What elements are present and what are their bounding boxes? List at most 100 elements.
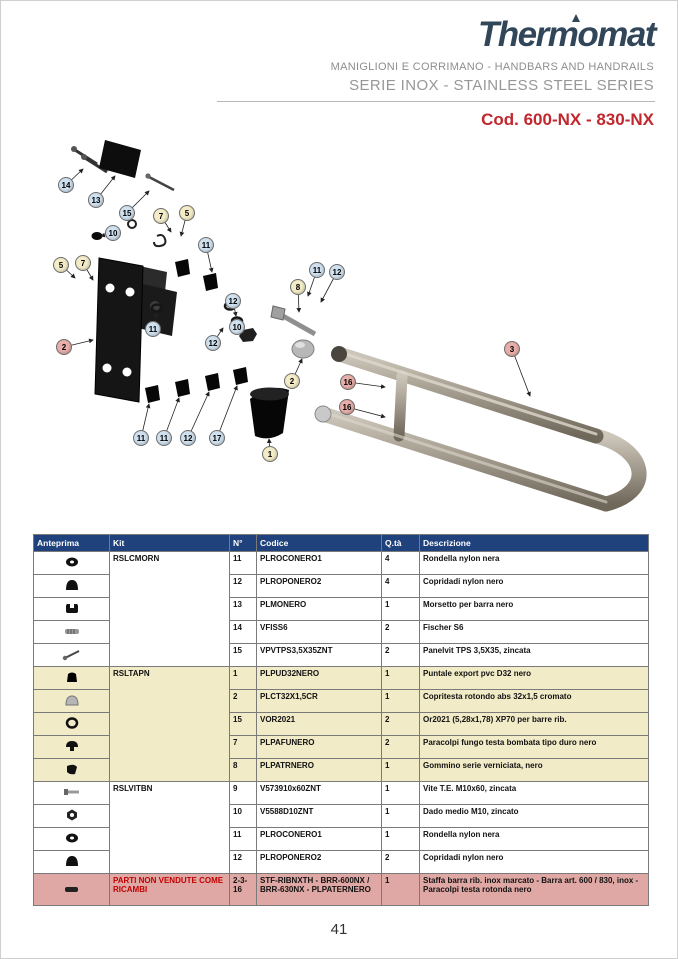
chrome-cap-icon [62, 695, 82, 709]
gommino-icon [62, 764, 82, 778]
quantity-cell: 1 [381, 666, 420, 690]
diagram-balloon-5: 5 [179, 205, 195, 221]
handrail-bar [314, 346, 647, 512]
codice-cell: PLROCONERO1 [256, 551, 382, 575]
brand-text: Thermomat [477, 15, 657, 54]
column-header-4: Q.tà [381, 534, 420, 552]
codice-cell: PLROCONERO1 [256, 827, 382, 851]
part-number-cell: 12 [229, 574, 257, 598]
anteprima-cell [33, 873, 110, 906]
part-number-cell: 15 [229, 712, 257, 736]
anteprima-cell [33, 781, 110, 805]
diagram-balloon-16: 16 [340, 374, 356, 390]
anteprima-cell [33, 597, 110, 621]
codice-cell: V573910x60ZNT [256, 781, 382, 805]
quantity-cell: 4 [381, 574, 420, 598]
brand-logo: Thermomat [477, 14, 657, 55]
quantity-cell: 1 [381, 827, 420, 851]
quantity-cell: 2 [381, 712, 420, 736]
anteprima-cell [33, 850, 110, 874]
kit-label: RSLVITBN [113, 784, 153, 793]
caps-and-washers [145, 259, 248, 403]
page-number: 41 [330, 921, 348, 938]
codice-cell: PLPAFUNERO [256, 735, 382, 759]
diagram-balloon-8: 8 [290, 279, 306, 295]
fischer-icon [62, 629, 82, 640]
description-cell: Copritesta rotondo abs 32x1,5 cromato [419, 689, 649, 713]
description-cell: Dado medio M10, zincato [419, 804, 649, 828]
quantity-cell: 2 [381, 643, 420, 667]
quantity-cell: 1 [381, 758, 420, 782]
fasteners-cluster [71, 140, 175, 248]
description-cell: Gommino serie verniciata, nero [419, 758, 649, 782]
anteprima-cell [33, 574, 110, 598]
end-cone-part [250, 387, 289, 439]
description-cell: Rondella nylon nera [419, 551, 649, 575]
product-code: Cod. 600-NX - 830-NX [481, 110, 654, 129]
diagram-balloon-7: 7 [75, 255, 91, 271]
bolt-part [270, 305, 317, 337]
kit-label: PARTI NON VENDUTE COME RICAMBI [113, 876, 224, 894]
description-cell: Morsetto per barra nero [419, 597, 649, 621]
diagram-balloon-11: 11 [156, 430, 172, 446]
header-subtitle-handbars: MANIGLIONI E CORRIMANO - HANDBARS AND HA… [330, 61, 654, 73]
washer-icon [62, 557, 82, 571]
part-number-cell: 12 [229, 850, 257, 874]
diagram-balloon-3: 3 [504, 341, 520, 357]
anteprima-cell [33, 643, 110, 667]
kit-label: RSLCMORN [113, 554, 160, 563]
column-header-0: Anteprima [33, 534, 110, 552]
description-cell: Rondella nylon nera [419, 827, 649, 851]
header-divider [217, 101, 655, 102]
diagram-balloon-5: 5 [53, 257, 69, 273]
part-number-cell: 11 [229, 551, 257, 575]
nut-icon [62, 809, 82, 824]
diagram-balloon-1: 1 [262, 446, 278, 462]
diagram-balloon-11: 11 [145, 321, 161, 337]
column-header-3: Codice [256, 534, 382, 552]
column-header-2: N° [229, 534, 257, 552]
description-cell: Panelvit TPS 3,5X35, zincata [419, 643, 649, 667]
part-number-cell: 14 [229, 620, 257, 644]
anteprima-cell [33, 551, 110, 575]
codice-cell: STF-RIBNXTH - BRR-600NX / BRR-630NX - PL… [256, 873, 382, 906]
kit-cell: RSLVITBN [109, 781, 230, 874]
codice-cell: PLPATRNERO [256, 758, 382, 782]
diagram-balloon-7: 7 [153, 208, 169, 224]
puntale-icon [62, 672, 82, 686]
part-number-cell: 9 [229, 781, 257, 805]
codice-cell: V5588D10ZNT [256, 804, 382, 828]
codice-cell: PLCT32X1,5CR [256, 689, 382, 713]
part-number-cell: 2-3-16 [229, 873, 257, 906]
diagram-balloon-14: 14 [58, 177, 74, 193]
diagram-balloon-12: 12 [225, 293, 241, 309]
codice-cell: PLMONERO [256, 597, 382, 621]
codice-cell: VFISS6 [256, 620, 382, 644]
description-cell: Paracolpi fungo testa bombata tipo duro … [419, 735, 649, 759]
codice-cell: PLROPONERO2 [256, 574, 382, 598]
quantity-cell: 1 [381, 804, 420, 828]
chrome-cap-part [291, 339, 315, 359]
diagram-balloon-11: 11 [133, 430, 149, 446]
diagram-balloon-16: 16 [339, 399, 355, 415]
kit-cell: RSLCMORN [109, 551, 230, 667]
description-cell: Copridadi nylon nero [419, 850, 649, 874]
diagram-balloon-11: 11 [309, 262, 325, 278]
anteprima-cell [33, 804, 110, 828]
part-number-cell: 13 [229, 597, 257, 621]
diagram-balloon-2: 2 [284, 373, 300, 389]
cap-icon [62, 580, 82, 594]
diagram-balloon-12: 12 [329, 264, 345, 280]
part-number-cell: 2 [229, 689, 257, 713]
description-cell: Fischer S6 [419, 620, 649, 644]
oring-icon [62, 717, 82, 732]
part-number-cell: 10 [229, 804, 257, 828]
part-number-cell: 7 [229, 735, 257, 759]
column-header-5: Descrizione [419, 534, 649, 552]
